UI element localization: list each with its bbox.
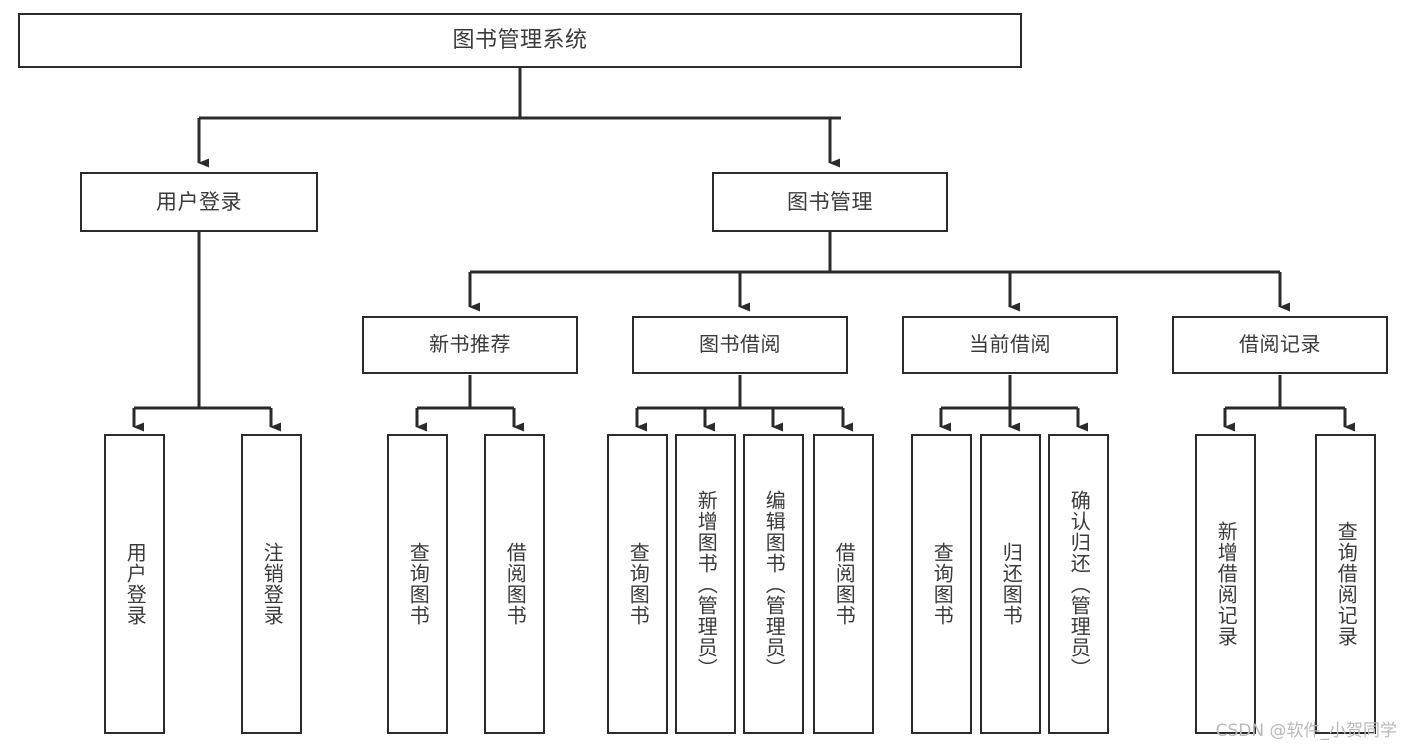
node-leaf-user-login[interactable]: 用户登录	[104, 434, 165, 734]
node-label: 图书借阅	[699, 332, 781, 357]
node-label: 新书推荐	[429, 332, 511, 357]
node-leaf-return-book[interactable]: 归还图书	[980, 434, 1041, 734]
node-leaf-add-book-admin[interactable]: 新增图书（管理员）	[675, 434, 736, 734]
node-leaf-borrow-book-1[interactable]: 借阅图书	[484, 434, 545, 734]
node-leaf-confirm-return-admin[interactable]: 确认归还（管理员）	[1048, 434, 1109, 734]
node-book-borrowing[interactable]: 图书借阅	[632, 316, 848, 374]
node-leaf-logout-login[interactable]: 注销登录	[241, 434, 302, 734]
node-new-book-recommendation[interactable]: 新书推荐	[362, 316, 578, 374]
node-book-management[interactable]: 图书管理	[712, 172, 948, 232]
node-leaf-query-book-3[interactable]: 查询图书	[911, 434, 972, 734]
node-label: 查询图书	[930, 542, 955, 626]
node-label: 图书管理系统	[452, 27, 588, 53]
node-label: 借阅图书	[832, 542, 857, 626]
node-label: 编辑图书（管理员）	[762, 489, 787, 679]
node-label: 借阅记录	[1239, 332, 1321, 357]
node-leaf-query-book-2[interactable]: 查询图书	[607, 434, 668, 734]
node-label: 注销登录	[260, 542, 285, 626]
node-label: 借阅图书	[503, 542, 528, 626]
node-label: 确认归还（管理员）	[1067, 489, 1092, 679]
node-label: 查询借阅记录	[1334, 521, 1359, 647]
node-root-book-management-system[interactable]: 图书管理系统	[18, 13, 1022, 68]
node-label: 查询图书	[406, 542, 431, 626]
node-label: 用户登录	[123, 542, 148, 626]
node-label: 当前借阅	[969, 332, 1051, 357]
watermark-text: CSDN @软件_小贺同学	[1215, 721, 1397, 741]
node-leaf-query-borrow-record[interactable]: 查询借阅记录	[1315, 434, 1376, 734]
node-leaf-add-borrow-record[interactable]: 新增借阅记录	[1195, 434, 1256, 734]
node-label: 用户登录	[156, 189, 242, 214]
node-user-login[interactable]: 用户登录	[80, 172, 318, 232]
node-leaf-borrow-book-2[interactable]: 借阅图书	[813, 434, 874, 734]
node-label: 查询图书	[626, 542, 651, 626]
node-borrowing-record[interactable]: 借阅记录	[1172, 316, 1388, 374]
node-label: 归还图书	[999, 542, 1024, 626]
node-leaf-query-book-1[interactable]: 查询图书	[387, 434, 448, 734]
node-label: 新增图书（管理员）	[694, 489, 719, 679]
node-leaf-edit-book-admin[interactable]: 编辑图书（管理员）	[743, 434, 804, 734]
node-label: 图书管理	[787, 189, 873, 214]
node-label: 新增借阅记录	[1214, 521, 1239, 647]
node-current-borrowing[interactable]: 当前借阅	[902, 316, 1118, 374]
